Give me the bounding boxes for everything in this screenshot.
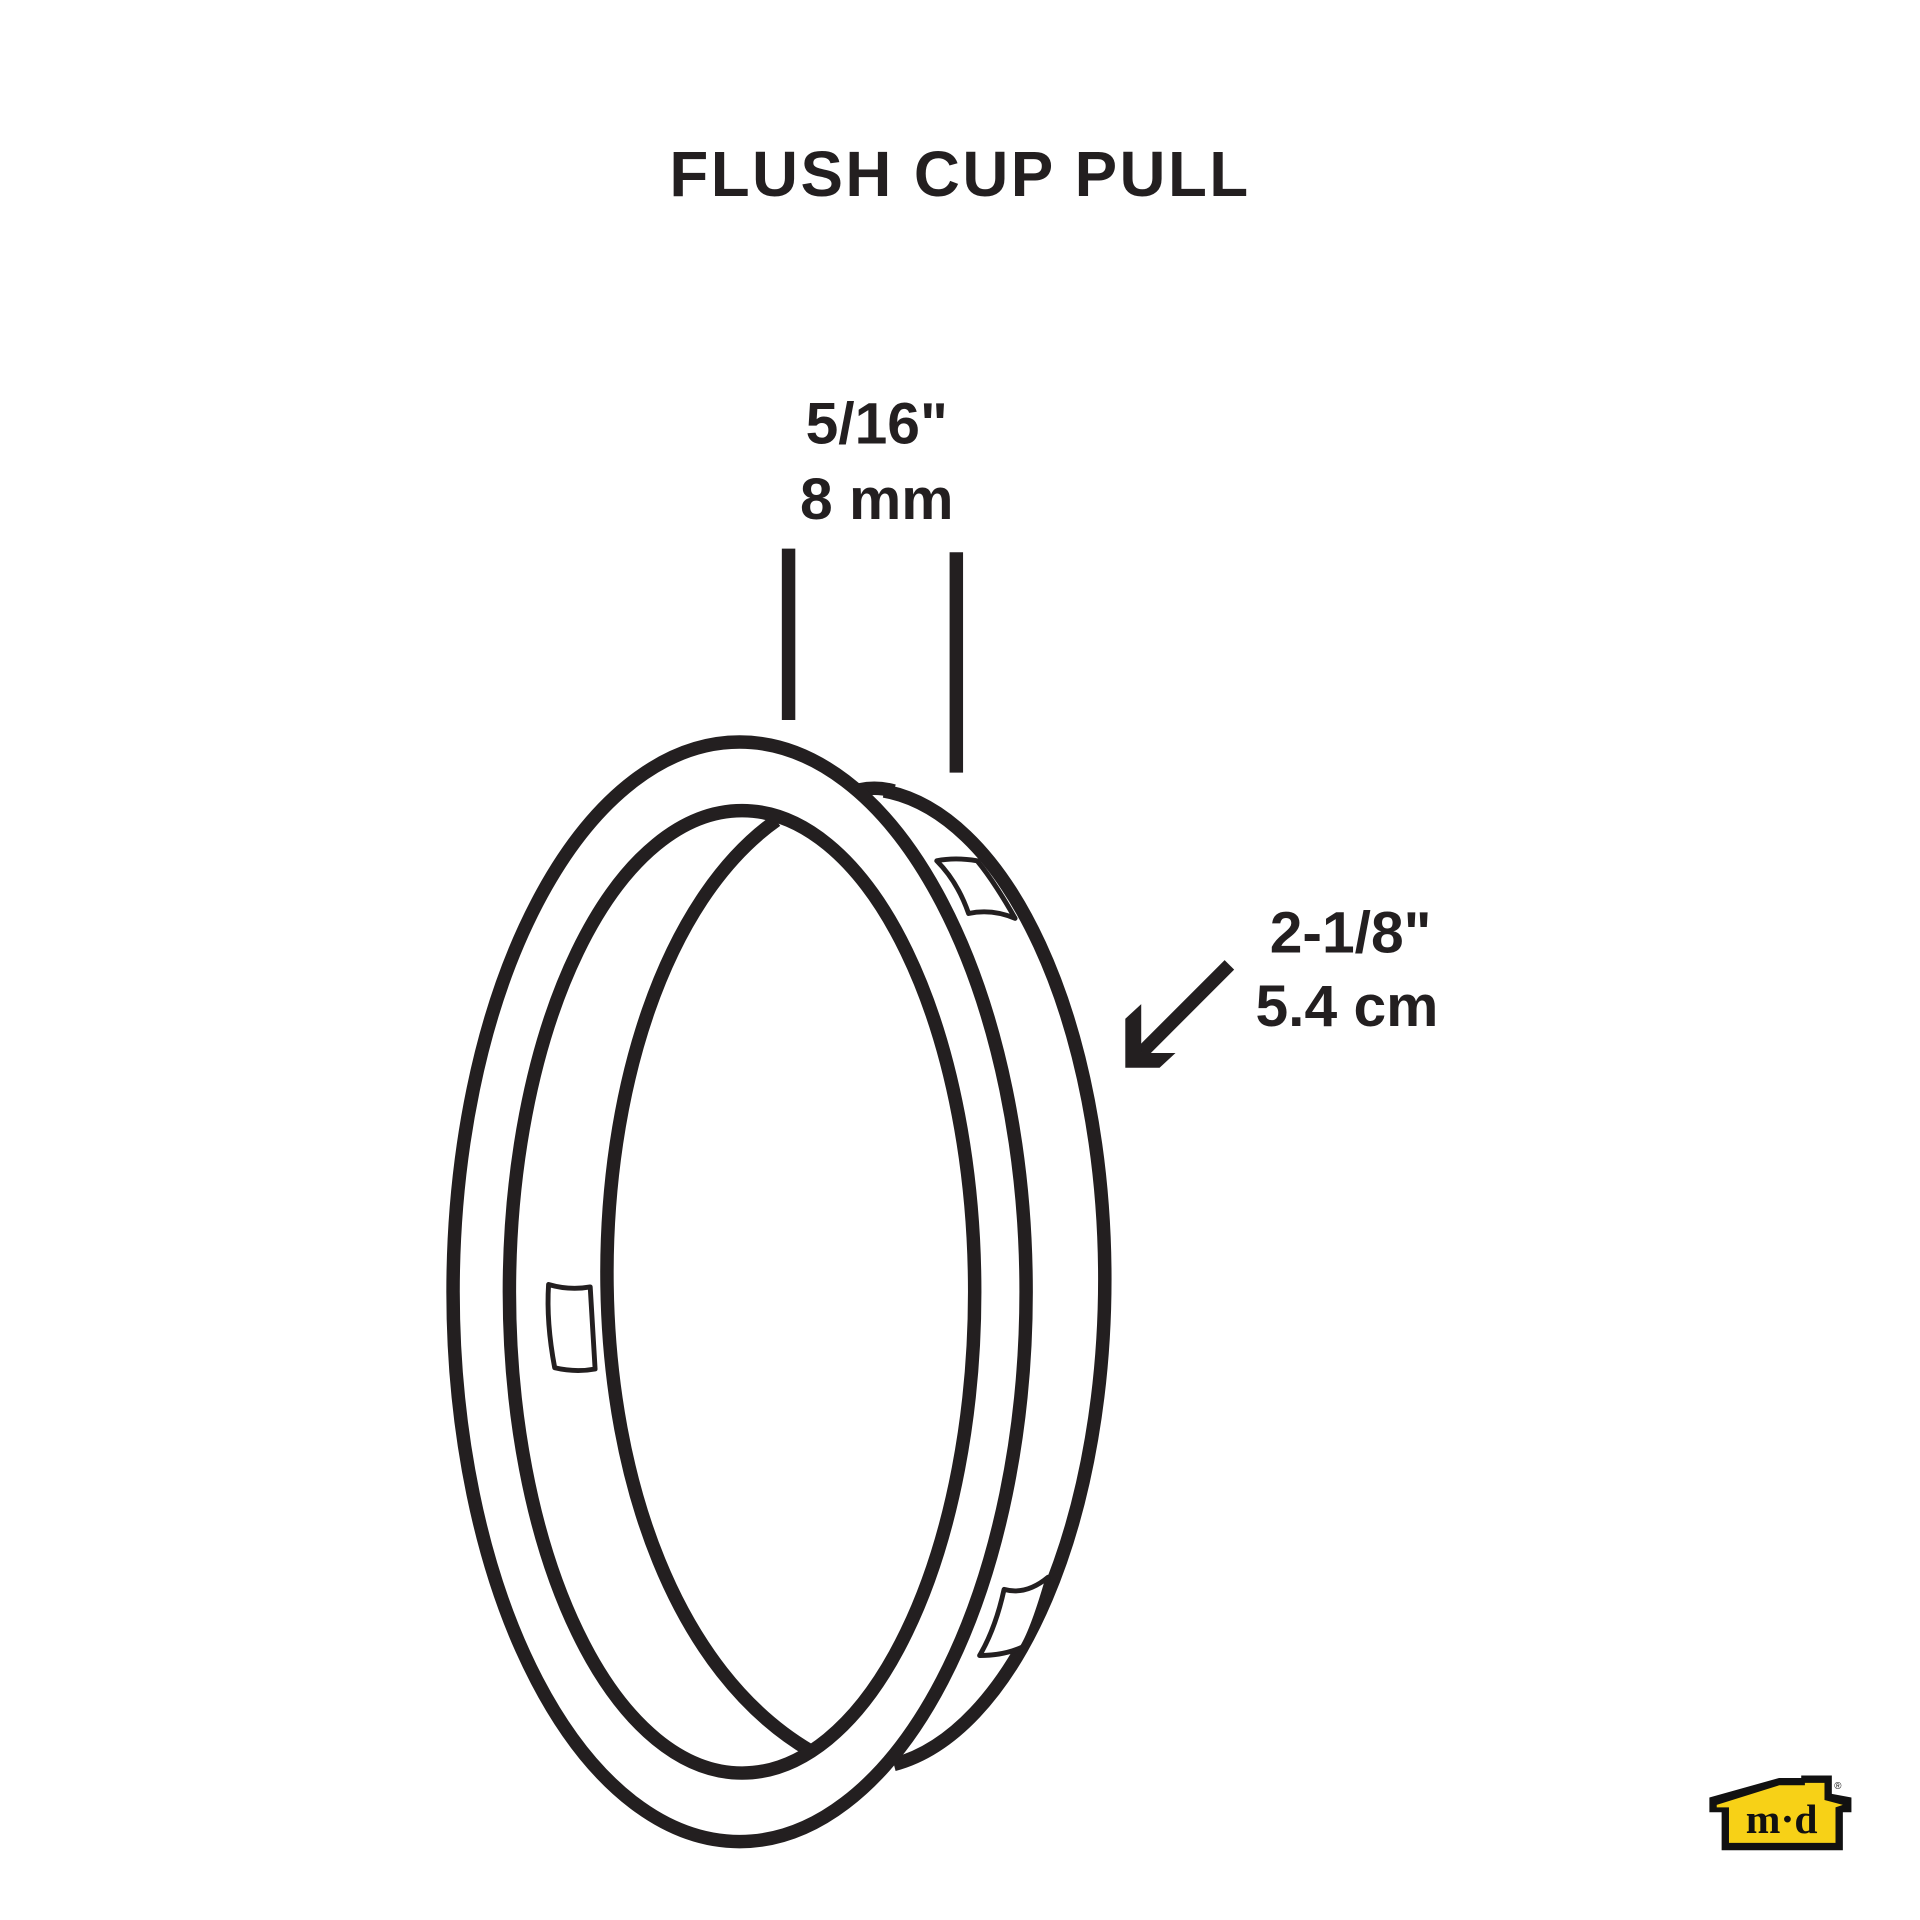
retaining-tab-top: [934, 856, 1018, 921]
svg-text:m·d: m·d: [1746, 1797, 1818, 1843]
diameter-imperial-label: 2-1/8": [1270, 901, 1432, 966]
front-rim-inner: [502, 803, 982, 1780]
thickness-metric-label: 8 mm: [800, 467, 954, 532]
cup-pull-drawing: [446, 735, 1112, 1849]
diameter-arrow-icon: [1125, 960, 1235, 1068]
front-rim-outer: [446, 735, 1033, 1849]
back-rim-outer: [882, 784, 1112, 1771]
back-rim-inner: [600, 814, 815, 1757]
diameter-metric-label: 5.4 cm: [1255, 974, 1438, 1039]
retaining-tab-bottom: [977, 1574, 1051, 1658]
thickness-imperial-label: 5/16": [806, 391, 948, 456]
retaining-tab-left: [545, 1282, 598, 1373]
md-logo: m·d ®: [1709, 1775, 1852, 1851]
diagram-title: FLUSH CUP PULL: [669, 139, 1250, 210]
svg-text:®: ®: [1834, 1781, 1842, 1792]
